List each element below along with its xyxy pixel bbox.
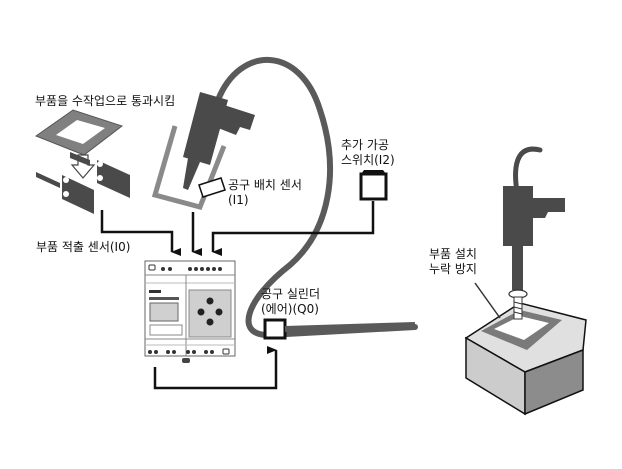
label-text: 부품 적출 센서(I0): [36, 240, 131, 254]
label-text-line2: (에어)(Q0): [261, 302, 319, 316]
screw-icon: [508, 289, 528, 320]
label-text-line1: 부품 설치: [429, 247, 477, 261]
part-plate-icon: [34, 109, 124, 156]
line-q0: [153, 346, 278, 390]
label-manual-pass: 부품을 수작업으로 통과시킴: [35, 94, 175, 109]
tool-holder-icon: [151, 125, 227, 210]
air-hose: [215, 57, 418, 339]
air-screwdriver-vertical-icon: [503, 146, 565, 290]
label-part-detect-sensor: 부품 적출 센서(I0): [36, 240, 130, 255]
label-prevent-missing-part: 부품 설치 누락 방지: [429, 247, 477, 277]
label-text-line2: 누락 방지: [429, 262, 477, 276]
callout-pointer: [474, 282, 501, 319]
label-text-line2: (I1): [228, 193, 249, 207]
tool-position-sensor-icon: [198, 177, 226, 198]
push-switch-icon: [359, 170, 388, 201]
photo-sensor-pair-icon: [36, 152, 130, 214]
cylinder-valve-icon: [263, 318, 287, 340]
label-text-line1: 공구 배치 센서: [228, 178, 302, 192]
air-screwdriver-icon: [183, 92, 255, 190]
label-text: 부품을 수작업으로 통과시킴: [35, 94, 176, 108]
signal-lines: [100, 201, 375, 390]
down-arrow-icon: [70, 154, 96, 179]
line-i0: [100, 210, 181, 256]
plc-controller-icon: [144, 260, 236, 363]
label-tool-position-sensor: 공구 배치 센서 (I1): [228, 178, 302, 208]
line-i2: [211, 201, 375, 256]
label-text-line1: 공구 실린더: [261, 287, 321, 301]
air-hose-outlet: [284, 322, 416, 332]
label-text-line1: 추가 가공: [341, 138, 389, 152]
label-tool-cylinder: 공구 실린더 (에어)(Q0): [261, 287, 320, 317]
workpiece-block-icon: [464, 302, 587, 416]
label-text-line2: 스위치(I2): [341, 153, 395, 167]
label-extra-process-switch: 추가 가공 스위치(I2): [341, 138, 395, 168]
